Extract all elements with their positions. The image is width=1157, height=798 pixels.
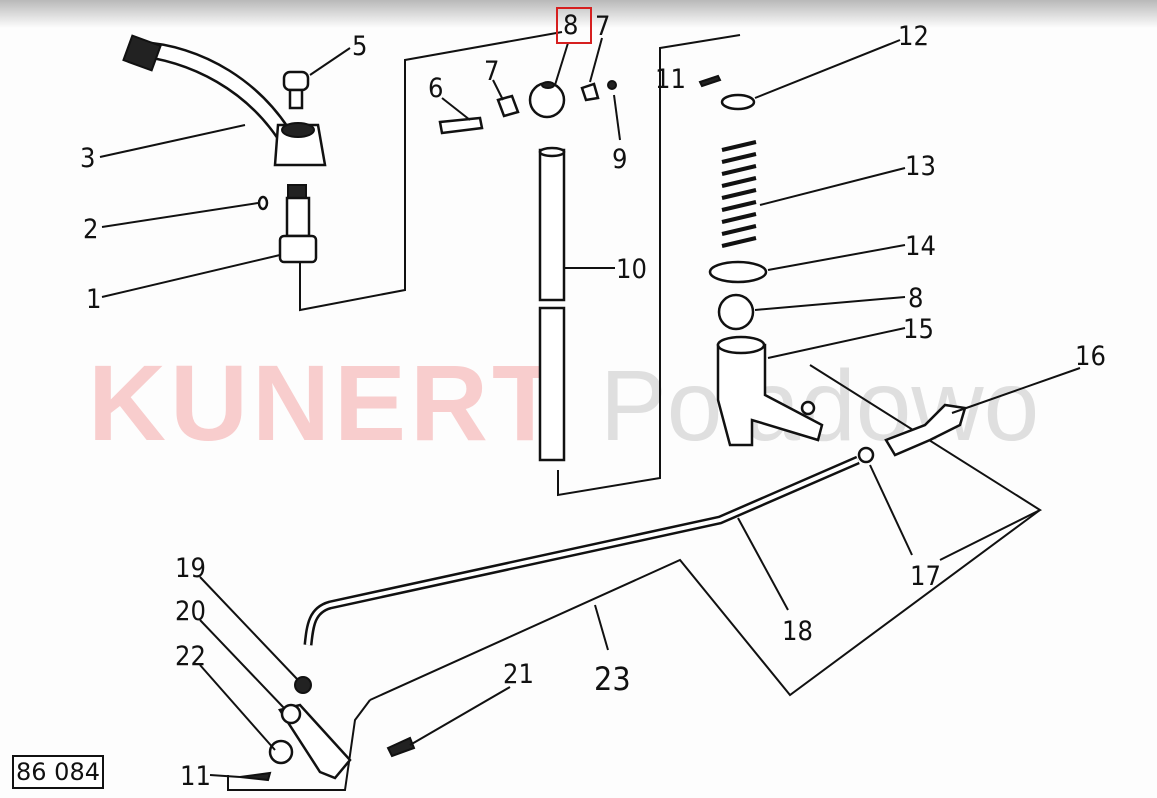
label-1: 1: [86, 284, 101, 315]
label-7-left: 7: [484, 56, 499, 87]
shift-rod-18: [303, 403, 967, 646]
drawing-number: 86 084: [12, 755, 104, 789]
group-bracket-23: [369, 509, 1041, 701]
label-15: 15: [903, 314, 934, 345]
label-16: 16: [1075, 341, 1106, 372]
label-7-right: 7: [595, 11, 610, 42]
label-10: 10: [616, 254, 647, 285]
label-2: 2: [83, 214, 98, 245]
watermark-brand: KUNERT: [88, 342, 562, 463]
group-bracket-bottom: [227, 699, 371, 791]
label-8-highlighted: 8: [563, 10, 578, 41]
leader-lines: [99, 37, 1081, 778]
label-22: 22: [175, 641, 206, 672]
spring-assembly: [698, 74, 824, 447]
rod-10: [538, 146, 566, 462]
highlight-box: [556, 7, 592, 44]
pin-2-and-shaft-1: [257, 184, 318, 264]
label-13: 13: [905, 151, 936, 182]
bolt-5: [282, 70, 310, 110]
label-17: 17: [910, 561, 941, 592]
bottom-linkage: [239, 676, 416, 782]
label-5: 5: [352, 31, 367, 62]
label-6: 6: [428, 73, 443, 104]
gear-lever-part: [122, 34, 327, 167]
label-9: 9: [612, 144, 627, 175]
label-19: 19: [175, 553, 206, 584]
label-11-bottom: 11: [180, 761, 211, 792]
scan-shadow: [0, 0, 1157, 28]
label-12: 12: [898, 21, 929, 52]
label-23: 23: [594, 660, 631, 698]
label-18: 18: [782, 616, 813, 647]
label-20: 20: [175, 596, 206, 627]
ball-joint-top: [438, 80, 617, 135]
label-3: 3: [80, 143, 95, 174]
watermark-place: Poladowo: [600, 350, 1039, 462]
group-bracket-rod: [557, 34, 741, 497]
label-21: 21: [503, 659, 534, 690]
label-8-right: 8: [908, 283, 923, 314]
group-bracket-left: [299, 31, 563, 312]
label-14: 14: [905, 231, 936, 262]
label-11-top: 11: [655, 64, 686, 95]
